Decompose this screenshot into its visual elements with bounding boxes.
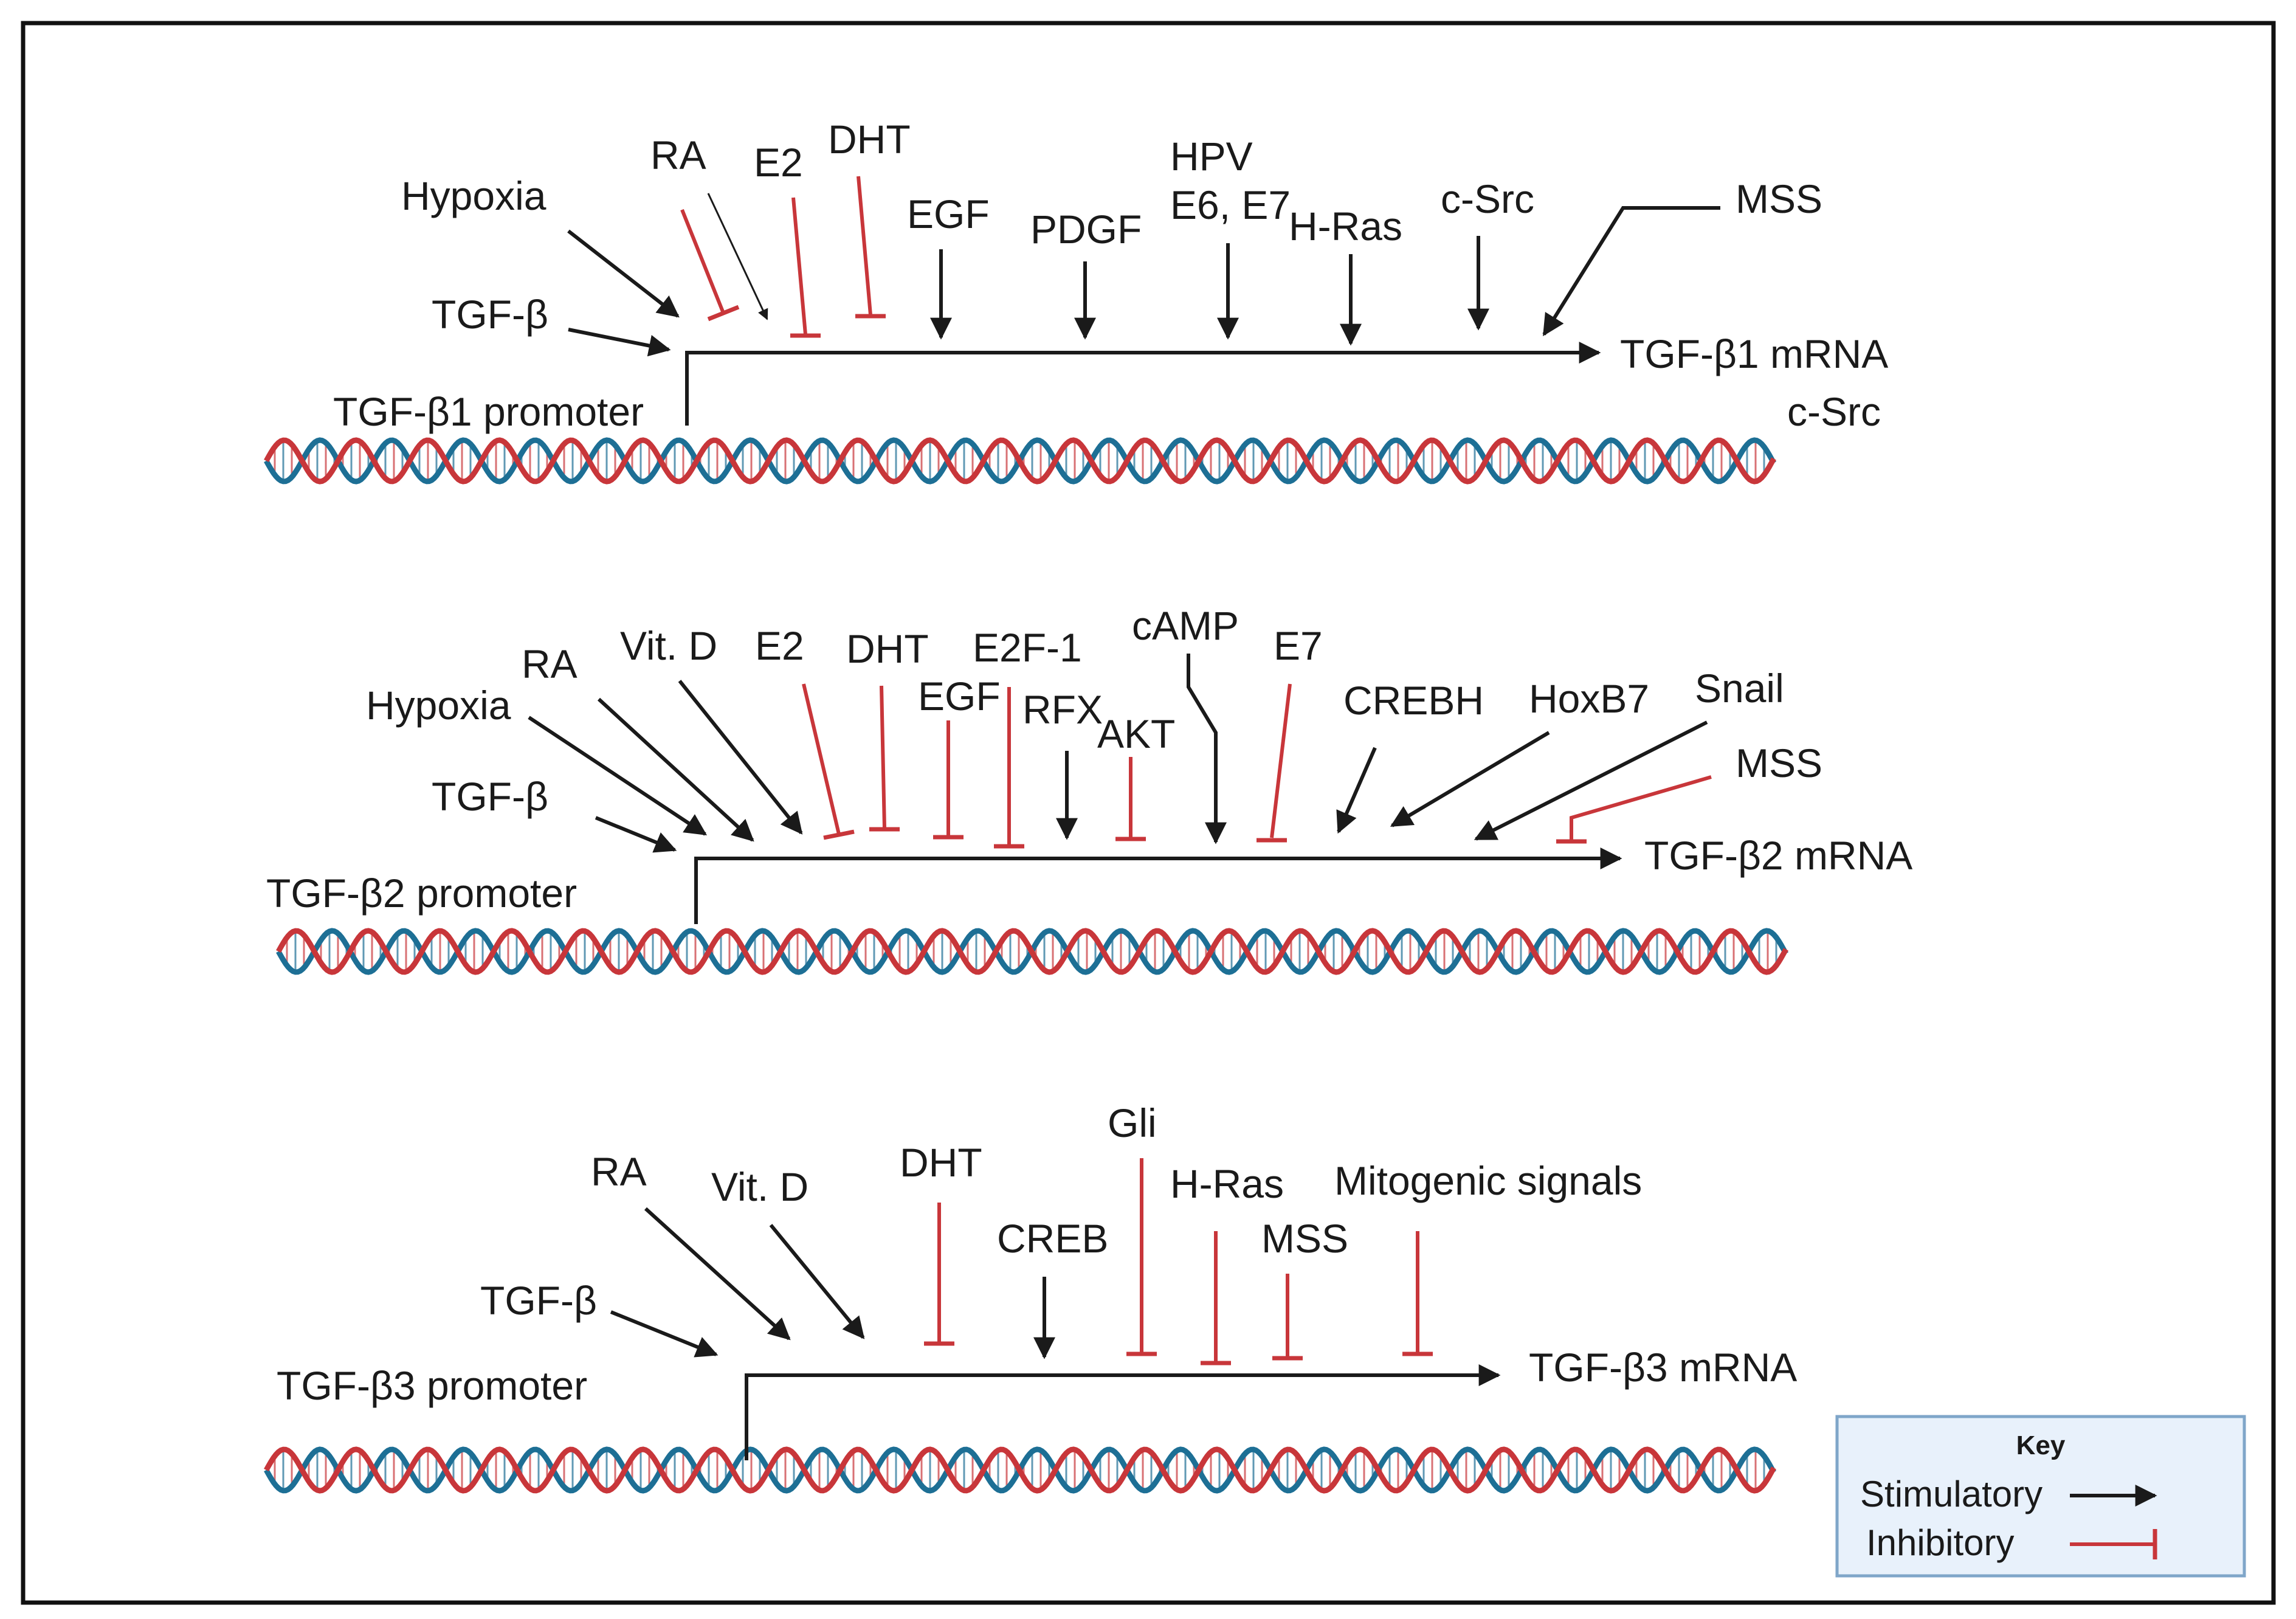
inhibitory-line [1270,683,1292,838]
regulator-label: E6, E7 [1170,182,1291,227]
regulator-label: AKT [1097,711,1175,756]
regulator-label: MSS [1261,1216,1348,1261]
promoter-label-3: TGF-β3 promoter [277,1363,587,1408]
stimulatory-arrow [644,1207,791,1341]
regulator-label: c-Src [1441,176,1534,221]
dna-strand-red [276,928,1788,975]
stimulatory-arrow [1336,747,1377,834]
extra-label-1: c-Src [1787,389,1881,434]
legend-key: Key Stimulatory Inhibitory [1835,1415,2246,1578]
dna-strand-red [264,437,1776,485]
transcription-arrow-3 [745,1364,1501,1460]
promoter-label-2: TGF-β2 promoter [266,871,577,916]
stimulatory-arrow [528,716,708,836]
regulator-label: RFX [1022,687,1103,732]
dna-helix-2 [276,928,1788,975]
regulator-label: MSS [1736,176,1822,221]
stimulatory-arrow [678,680,803,835]
inhibitory-line [802,683,841,835]
stimulatory-arrow [769,1224,865,1339]
panel-tgf-beta2: TGF-β2 promoter TGF-β2 mRNA Hypoxia TGF-… [266,603,1912,924]
regulator-label: H-Ras [1289,204,1402,249]
inhibitory-bar [707,305,740,322]
regulator-label: RA [650,133,706,178]
regulator-label: EGF [918,674,1001,719]
figure-border [21,21,2276,1605]
dna-helix-3 [264,1446,1776,1494]
inhibitory-line [680,209,725,314]
inhibitory-line [791,197,807,335]
key-title: Key [2016,1431,2066,1460]
regulator-label: H-Ras [1170,1161,1284,1206]
stimulatory-arrow [597,697,754,842]
stimulatory-arrow [1542,206,1720,337]
key-inhibitory-label: Inhibitory [1866,1522,2014,1563]
regulator-label: MSS [1736,740,1822,785]
mrna-label-3: TGF-β3 mRNA [1529,1345,1797,1390]
regulator-label: E2 [754,140,803,185]
inhibitory-line [1570,775,1712,840]
regulator-label: HPV [1170,134,1253,179]
mrna-label-2: TGF-β2 mRNA [1644,833,1912,878]
stimulatory-arrow [707,193,768,320]
regulator-label: Hypoxia [366,683,511,728]
dna-strand-red [264,1446,1776,1494]
panel-tgf-beta1: TGF-β1 promoter TGF-β1 mRNA c-Src Hypoxi… [333,117,1888,434]
stimulatory-arrow [595,816,677,853]
transcription-arrow-1 [685,342,1601,426]
dna-helix-1 [264,437,1776,485]
regulator-label: Hypoxia [401,173,546,218]
regulator-label: EGF [907,192,990,236]
regulator-label: TGF-β [432,292,548,337]
inhibitory-line [880,685,886,829]
regulator-label: Vit. D [711,1164,808,1209]
regulator-label: CREBH [1343,678,1484,723]
regulator-label: DHT [846,626,929,671]
stimulatory-arrow [610,1310,719,1358]
regulator-label: Snail [1695,666,1784,711]
panel-tgf-beta3: TGF-β3 promoter TGF-β3 mRNA TGF-β RA Vit… [277,1100,1797,1460]
regulator-label: Gli [1108,1100,1157,1145]
stimulatory-arrow [1390,731,1550,827]
regulator-label: TGF-β [432,774,548,819]
regulator-label: CREB [997,1216,1108,1261]
stimulatory-arrow [567,229,680,318]
key-stimulatory-label: Stimulatory [1860,1474,2043,1514]
regulator-label: TGF-β [480,1278,597,1323]
mrna-label-1: TGF-β1 mRNA [1620,331,1888,376]
stimulatory-arrow [1187,654,1227,844]
regulator-label: cAMP [1132,603,1239,648]
regulator-label: PDGF [1030,207,1142,252]
stimulatory-arrow [1474,720,1708,841]
regulator-label: Vit. D [620,623,717,668]
regulator-label: DHT [900,1140,982,1185]
regulator-label: RA [591,1149,647,1194]
transcription-arrow-2 [694,847,1622,924]
regulator-label: E2 [755,623,804,668]
regulator-label: DHT [828,117,911,162]
inhibitory-line [857,176,872,316]
promoter-label-1: TGF-β1 promoter [333,389,644,434]
regulator-label: RA [522,641,577,686]
regulator-label: E2F-1 [973,625,1082,670]
stimulatory-arrow [568,328,671,357]
inhibitory-bar [823,829,855,840]
regulator-label: E7 [1274,623,1323,668]
regulator-label: Mitogenic signals [1334,1158,1642,1203]
regulator-label: HoxB7 [1529,676,1649,721]
